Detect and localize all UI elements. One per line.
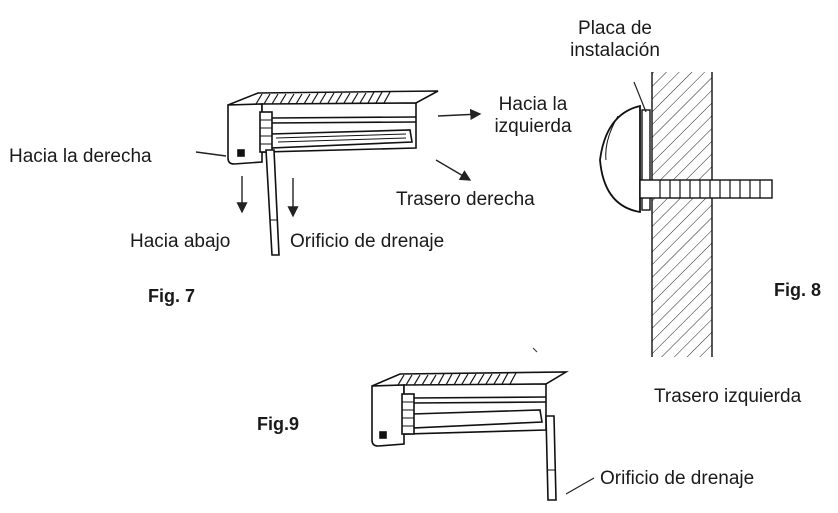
- fig7-arrows: [195, 108, 482, 218]
- fig9-drain-leader: [565, 477, 595, 495]
- caption-fig7: Fig. 7: [148, 286, 196, 306]
- label-rear-right: Trasero derecha: [396, 189, 535, 210]
- label-right-direction: Hacia la derecha: [9, 146, 152, 167]
- label-left-direction: Hacia la izquierda: [494, 94, 572, 137]
- caption-fig8: Fig. 8: [774, 280, 822, 300]
- stray-mark: [532, 347, 538, 353]
- label-drain-hole-fig9: Orificio de drenaje: [600, 468, 755, 489]
- label-rear-left: Trasero izquierda: [654, 386, 802, 407]
- label-down: Hacia abajo: [130, 231, 231, 252]
- fig9-indoor-unit: [371, 371, 569, 501]
- fig8-wall-section: [599, 72, 773, 357]
- label-mounting-plate: Placa de instalación: [570, 18, 660, 61]
- label-drain-hole-fig7: Orificio de drenaje: [290, 231, 445, 252]
- fig7-indoor-unit: [227, 90, 439, 256]
- caption-fig9: Fig.9: [257, 414, 300, 434]
